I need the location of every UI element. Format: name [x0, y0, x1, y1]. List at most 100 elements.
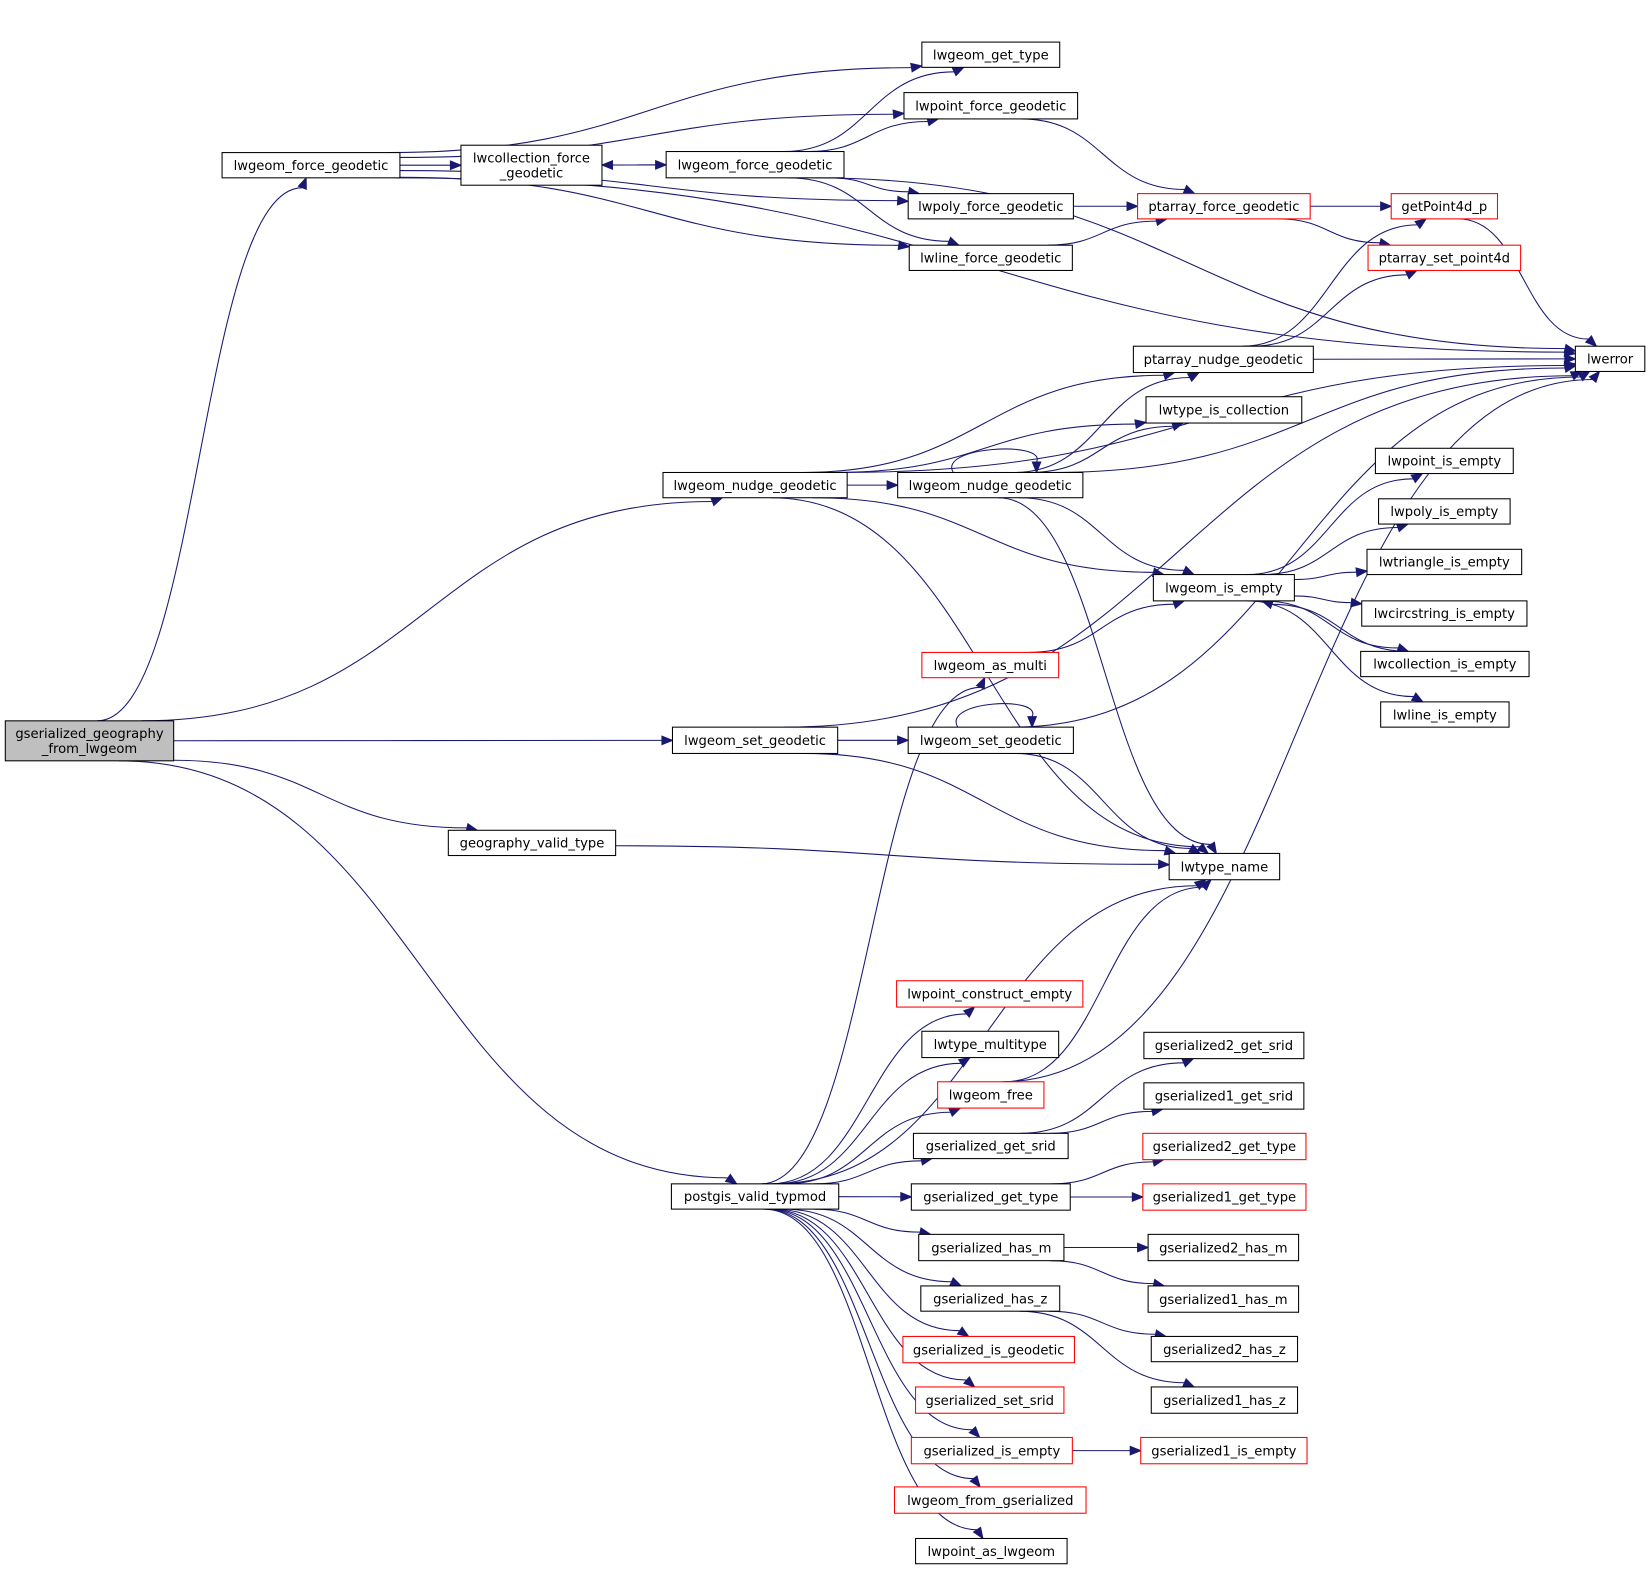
node-lwgeom_free[interactable]: lwgeom_free — [937, 1081, 1045, 1109]
node-lwgeom_as_multi[interactable]: lwgeom_as_multi — [921, 651, 1060, 679]
arrow-head-icon — [892, 109, 906, 120]
node-getPoint4d_p[interactable]: getPoint4d_p — [1390, 193, 1499, 220]
edge-line — [1004, 886, 1204, 1083]
node-lwcircstring_is_empty[interactable]: lwcircstring_is_empty — [1361, 600, 1528, 627]
edge-line — [1049, 1110, 1153, 1134]
node-gserialized1_get_type[interactable]: gserialized1_get_type — [1142, 1183, 1307, 1211]
edges-layer — [97, 62, 1601, 1540]
node-label: lwtype_name — [1181, 860, 1269, 875]
node-box — [1147, 1233, 1300, 1262]
node-box — [1574, 345, 1646, 372]
edge-line — [1051, 1161, 1154, 1185]
edge-line — [118, 760, 728, 1179]
node-lwtriangle_is_empty[interactable]: lwtriangle_is_empty — [1366, 548, 1523, 576]
node-gserialized2_get_srid[interactable]: gserialized2_get_srid — [1143, 1031, 1305, 1060]
node-box — [920, 1285, 1061, 1312]
node-lwpoly_is_empty[interactable]: lwpoly_is_empty — [1378, 498, 1511, 525]
node-box — [1143, 1031, 1305, 1060]
node-box — [897, 471, 1084, 499]
node-label: lwgeom_get_type — [933, 48, 1049, 63]
node-lwgeom_set_geodetic_b[interactable]: lwgeom_set_geodetic — [907, 726, 1074, 754]
edge-line — [1019, 497, 1185, 571]
edge-line — [1019, 1310, 1185, 1384]
edge-lwgeom_nudge_geodetic_b-to-lwtype_name — [998, 497, 1218, 855]
edge-lwgeom_force_geodetic_a-to-lwgeom_get_type — [388, 62, 924, 154]
node-gserialized_set_srid[interactable]: gserialized_set_srid — [915, 1386, 1065, 1414]
node-geography_valid_type[interactable]: geography_valid_type — [447, 829, 617, 857]
edge-line — [1001, 378, 1593, 1083]
node-lwgeom_nudge_geodetic_a[interactable]: lwgeom_nudge_geodetic — [662, 471, 848, 499]
node-lwtype_name[interactable]: lwtype_name — [1168, 852, 1281, 881]
edge-postgis_valid_typmod-to-gserialized_get_type — [838, 1191, 913, 1202]
edge-line — [1052, 367, 1566, 474]
arrow-head-icon — [962, 1006, 976, 1019]
node-gserialized_has_z[interactable]: gserialized_has_z — [920, 1285, 1061, 1312]
node-lwpoint_is_empty[interactable]: lwpoint_is_empty — [1374, 447, 1514, 475]
node-lwgeom_force_geodetic_a[interactable]: lwgeom_force_geodetic — [221, 152, 401, 179]
edge-line — [1294, 571, 1357, 580]
node-gserialized_get_type[interactable]: gserialized_get_type — [910, 1183, 1071, 1211]
edge-line — [1050, 1260, 1154, 1285]
node-lwpoint_construct_empty[interactable]: lwpoint_construct_empty — [896, 980, 1084, 1008]
node-ptarray_nudge_geodetic[interactable]: ptarray_nudge_geodetic — [1132, 345, 1314, 374]
node-box — [1145, 396, 1303, 424]
node-box — [907, 726, 1074, 754]
node-postgis_valid_typmod[interactable]: postgis_valid_typmod — [670, 1183, 840, 1210]
node-lwtype_multitype[interactable]: lwtype_multitype — [921, 1030, 1060, 1059]
node-box — [937, 1081, 1045, 1109]
arrow-head-icon — [969, 1475, 981, 1489]
node-lwerror[interactable]: lwerror — [1574, 345, 1646, 372]
node-box — [912, 1132, 1069, 1160]
node-gserialized1_get_srid[interactable]: gserialized1_get_srid — [1143, 1082, 1305, 1110]
edge-line — [833, 423, 1136, 474]
node-label: lwtype_multitype — [934, 1038, 1047, 1053]
edge-line — [97, 187, 303, 722]
node-lwcollection_is_empty[interactable]: lwcollection_is_empty — [1360, 650, 1530, 678]
node-gserialized1_has_z[interactable]: gserialized1_has_z — [1150, 1386, 1299, 1414]
node-ptarray_set_point4d[interactable]: ptarray_set_point4d — [1367, 244, 1522, 271]
node-label: ptarray_nudge_geodetic — [1144, 353, 1303, 368]
arrow-head-icon — [724, 1173, 738, 1185]
node-lwgeom_from_gserialized[interactable]: lwgeom_from_gserialized — [893, 1486, 1087, 1514]
node-ptarray_force_geodetic[interactable]: ptarray_force_geodetic — [1137, 193, 1311, 220]
arrow-head-icon — [948, 1107, 962, 1118]
node-lwline_is_empty[interactable]: lwline_is_empty — [1380, 701, 1510, 728]
arrow-head-icon — [886, 480, 900, 491]
node-lwline_force_geodetic[interactable]: lwline_force_geodetic — [908, 244, 1073, 271]
arrow-head-icon — [1355, 567, 1369, 578]
node-lwgeom_is_empty[interactable]: lwgeom_is_empty — [1152, 574, 1295, 602]
edge-lwgeom_set_geodetic_b-to-lwtype_name — [1015, 752, 1202, 855]
node-gserialized_is_geodetic[interactable]: gserialized_is_geodetic — [902, 1335, 1075, 1364]
node-box — [902, 1335, 1075, 1364]
node-gserialized1_is_empty[interactable]: gserialized1_is_empty — [1140, 1436, 1308, 1465]
node-label: gserialized_is_geodetic — [913, 1343, 1065, 1358]
node-lwpoint_force_geodetic[interactable]: lwpoint_force_geodetic — [903, 92, 1079, 120]
node-label: gserialized_get_srid — [926, 1140, 1056, 1155]
node-lwpoint_as_lwgeom[interactable]: lwpoint_as_lwgeom — [915, 1537, 1068, 1565]
arrow-head-icon — [900, 1191, 913, 1202]
edge-gserialized_get_type-to-gserialized1_get_type — [1070, 1192, 1145, 1202]
edge-line — [1458, 218, 1589, 340]
node-gserialized_get_srid[interactable]: gserialized_get_srid — [912, 1132, 1069, 1160]
node-gserialized2_has_m[interactable]: gserialized2_has_m — [1147, 1233, 1300, 1262]
node-label: lwgeom_as_multi — [934, 659, 1047, 674]
node-lwtype_is_collection[interactable]: lwtype_is_collection — [1145, 396, 1303, 424]
node-lwgeom_force_geodetic_b[interactable]: lwgeom_force_geodetic — [665, 151, 845, 179]
arrow-head-icon — [962, 1375, 976, 1388]
node-lwgeom_get_type[interactable]: lwgeom_get_type — [921, 41, 1061, 68]
edge-line — [1047, 220, 1157, 246]
node-lwcollection_force_geodetic[interactable]: lwcollection_force_geodetic — [460, 144, 603, 186]
node-lwgeom_set_geodetic_a[interactable]: lwgeom_set_geodetic — [671, 726, 839, 754]
edge-line — [812, 177, 1566, 350]
node-label: lwgeom_force_geodetic — [234, 159, 389, 174]
node-root[interactable]: gserialized_geography_from_lwgeom — [4, 720, 175, 762]
node-label: lwtriangle_is_empty — [1379, 556, 1510, 571]
node-lwgeom_nudge_geodetic_b[interactable]: lwgeom_nudge_geodetic — [897, 471, 1084, 499]
node-gserialized_has_m[interactable]: gserialized_has_m — [918, 1233, 1065, 1262]
node-lwpoly_force_geodetic[interactable]: lwpoly_force_geodetic — [907, 193, 1074, 220]
node-gserialized2_has_z[interactable]: gserialized2_has_z — [1150, 1335, 1299, 1363]
node-gserialized_is_empty[interactable]: gserialized_is_empty — [910, 1436, 1073, 1465]
node-gserialized1_has_m[interactable]: gserialized1_has_m — [1147, 1285, 1300, 1313]
edge-root-to-lwgeom_force_geodetic_a — [97, 176, 307, 722]
node-gserialized2_get_type[interactable]: gserialized2_get_type — [1142, 1132, 1307, 1161]
